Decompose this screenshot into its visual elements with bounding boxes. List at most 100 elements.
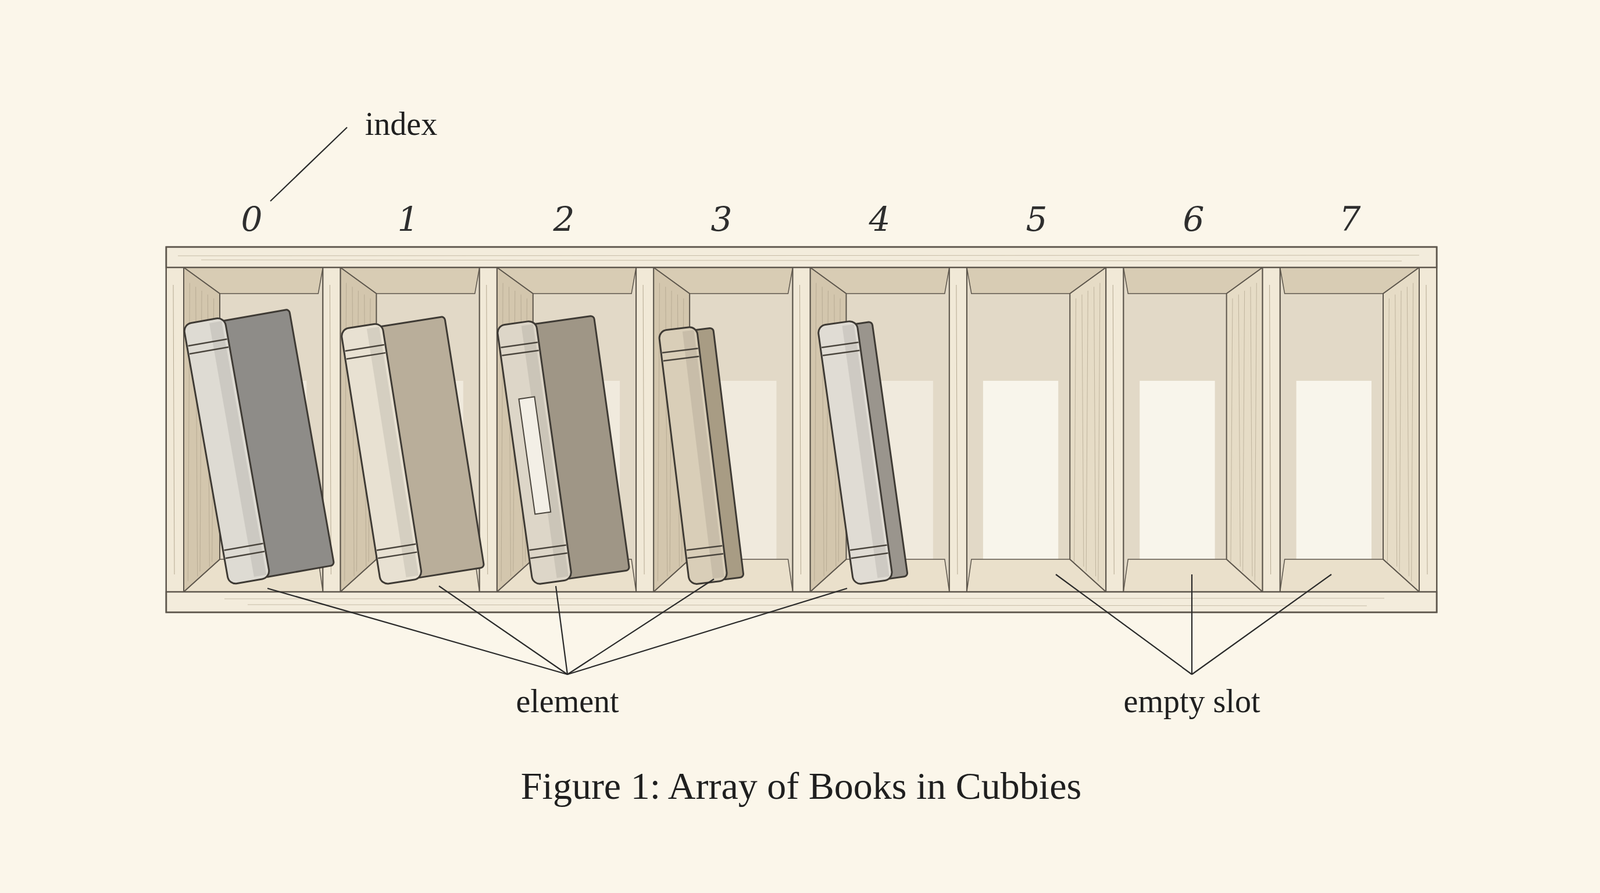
spine-band — [189, 347, 229, 355]
wood-grain — [1406, 286, 1409, 577]
spine-band — [346, 352, 386, 360]
cubbies — [183, 267, 1420, 592]
callout-label: index — [365, 107, 438, 141]
callout-label: element — [515, 684, 619, 718]
wood-grain — [643, 284, 645, 575]
spine-band — [345, 344, 385, 352]
spine-band — [501, 350, 539, 356]
cubby-side-wall — [1069, 267, 1106, 592]
wood-grain — [1395, 294, 1398, 567]
book — [496, 312, 630, 585]
divider-board — [636, 267, 654, 592]
wood-grain — [247, 604, 1367, 606]
spine-band — [851, 552, 888, 559]
spine-band — [376, 544, 416, 551]
cubby — [966, 267, 1106, 592]
spine-band — [663, 356, 700, 362]
back-light — [1296, 380, 1372, 560]
wood-grain — [1094, 286, 1096, 577]
index-number: 5 — [1026, 202, 1048, 237]
cubby-back — [497, 267, 637, 592]
index-number: 3 — [711, 202, 733, 237]
wood-grain — [1238, 294, 1241, 567]
spine-band — [850, 544, 887, 550]
spine-shade — [682, 330, 725, 579]
leader-line — [438, 586, 568, 675]
cubby-side-wall — [1226, 267, 1263, 592]
book — [817, 318, 909, 585]
top-board — [166, 247, 1437, 268]
leader-line — [270, 127, 348, 202]
back-light — [1139, 380, 1215, 560]
book-spine — [183, 316, 271, 585]
cubby-back — [1280, 267, 1420, 592]
wood-grain — [1426, 284, 1428, 575]
wood-grain — [1074, 298, 1077, 562]
leader-line — [567, 579, 714, 675]
leader-lines — [267, 127, 1332, 675]
wood-grain — [814, 283, 817, 582]
spine-band — [188, 338, 228, 346]
wood-grain — [224, 598, 1385, 599]
spine-band — [529, 544, 566, 550]
books — [183, 305, 909, 585]
spine-label — [518, 396, 551, 514]
spine-band — [687, 554, 724, 559]
wood-grain — [173, 284, 175, 575]
leader-line — [1191, 574, 1193, 675]
figure-caption: Figure 1: Array of Books in Cubbies — [520, 766, 1082, 806]
wood-grain — [329, 284, 331, 575]
spine-band — [822, 350, 860, 356]
callout-label: empty slot — [1123, 684, 1261, 718]
wood-grain — [1269, 284, 1271, 575]
wood-grain — [486, 284, 488, 575]
leader-line — [567, 588, 848, 675]
divider-board — [1262, 267, 1281, 592]
wood-grain — [657, 283, 660, 582]
divider-board — [1419, 267, 1437, 592]
leader-line — [267, 588, 568, 675]
wood-grain — [1399, 290, 1402, 572]
index-number: 4 — [869, 202, 891, 237]
wood-grain — [201, 259, 1402, 262]
wood-grain — [344, 283, 347, 582]
cubby — [1123, 267, 1263, 592]
cubby — [653, 267, 793, 592]
book — [340, 312, 485, 585]
index-number: 1 — [397, 202, 420, 237]
cubby — [497, 267, 637, 592]
spine-band — [662, 348, 699, 353]
spine-band — [530, 552, 567, 559]
wood-grain — [1230, 298, 1233, 562]
index-number: 2 — [553, 202, 575, 237]
wood-grain — [1243, 290, 1245, 572]
wood-grain — [1086, 290, 1088, 572]
index-number: 7 — [1339, 202, 1362, 237]
book-spine — [658, 326, 728, 585]
book-spine — [817, 320, 894, 585]
spine-band — [377, 552, 417, 559]
divider-board — [949, 267, 967, 592]
divider-board — [1105, 267, 1124, 592]
index-number: 6 — [1183, 202, 1205, 237]
cubby — [810, 267, 950, 592]
leader-line — [1055, 574, 1192, 675]
cubby-side-wall — [1383, 267, 1420, 592]
wood-grain — [956, 284, 958, 575]
divider-board — [793, 267, 811, 592]
wood-grain — [1411, 283, 1414, 582]
cubby — [1280, 267, 1420, 592]
book-spine — [340, 322, 423, 585]
leader-line — [555, 586, 568, 675]
divider-board — [166, 267, 184, 592]
spine-band — [686, 545, 723, 551]
cubby-back — [810, 267, 950, 592]
divider-board — [479, 267, 498, 592]
leader-line — [1191, 574, 1332, 675]
spine-band — [224, 543, 264, 551]
wood-grain — [1387, 298, 1389, 562]
spine-shade — [366, 326, 419, 578]
book-spine — [496, 320, 573, 585]
wood-grain — [1250, 286, 1253, 577]
